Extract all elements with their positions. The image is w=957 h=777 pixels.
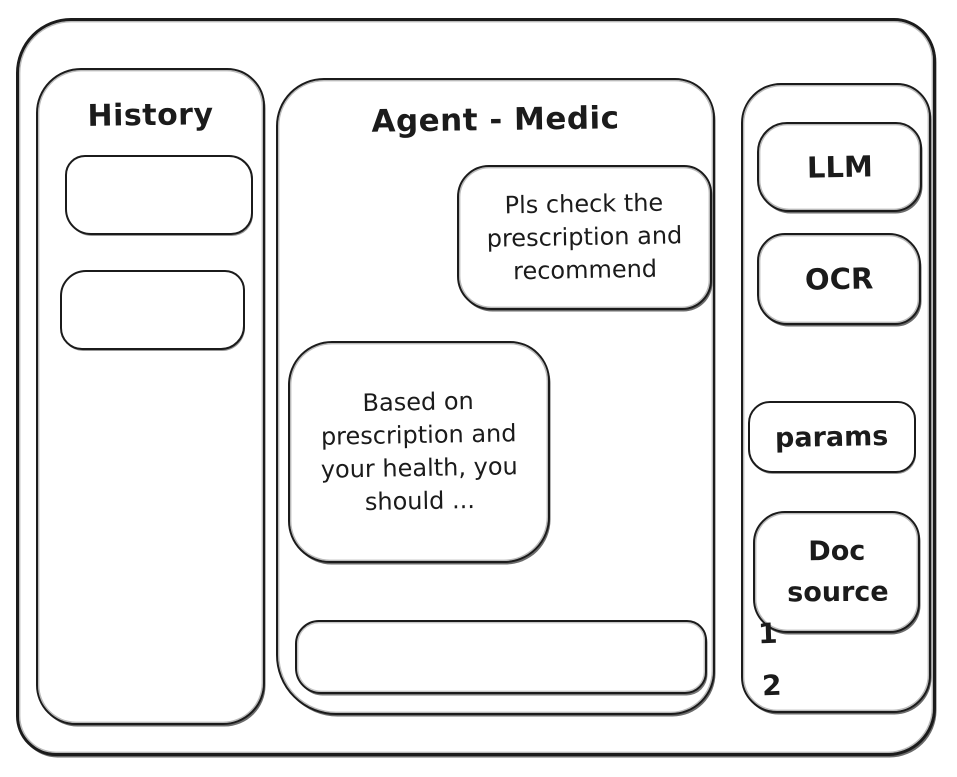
- doc-source-button[interactable]: Doc source: [753, 511, 920, 633]
- llm-button-label: LLM: [806, 149, 873, 185]
- user-message-bubble: Pls check the prescription and recommend: [457, 165, 712, 310]
- history-panel: History: [36, 68, 265, 725]
- app-frame: History Agent - Medic Pls check the pres…: [16, 18, 936, 756]
- params-button[interactable]: params: [748, 401, 916, 473]
- user-message-text: Pls check the prescription and recommend: [486, 188, 683, 286]
- params-button-label: params: [775, 420, 889, 454]
- tools-panel: LLM OCR params Doc source 1 2: [741, 83, 931, 713]
- history-item[interactable]: [60, 270, 245, 350]
- chat-panel: Agent - Medic Pls check the prescription…: [276, 78, 715, 715]
- message-input[interactable]: [295, 620, 707, 694]
- chat-title: Agent - Medic: [371, 100, 620, 140]
- doc-source-button-label: Doc source: [786, 535, 889, 608]
- history-title: History: [87, 97, 214, 134]
- assistant-message-bubble: Based on prescription and your health, y…: [288, 341, 550, 563]
- ocr-button-label: OCR: [804, 261, 874, 297]
- assistant-message-text: Based on prescription and your health, y…: [320, 386, 518, 517]
- ocr-button[interactable]: OCR: [757, 233, 921, 325]
- llm-button[interactable]: LLM: [757, 122, 922, 212]
- history-item[interactable]: [65, 155, 253, 235]
- doc-source-item[interactable]: 2: [761, 668, 783, 703]
- doc-source-item[interactable]: 1: [757, 616, 779, 651]
